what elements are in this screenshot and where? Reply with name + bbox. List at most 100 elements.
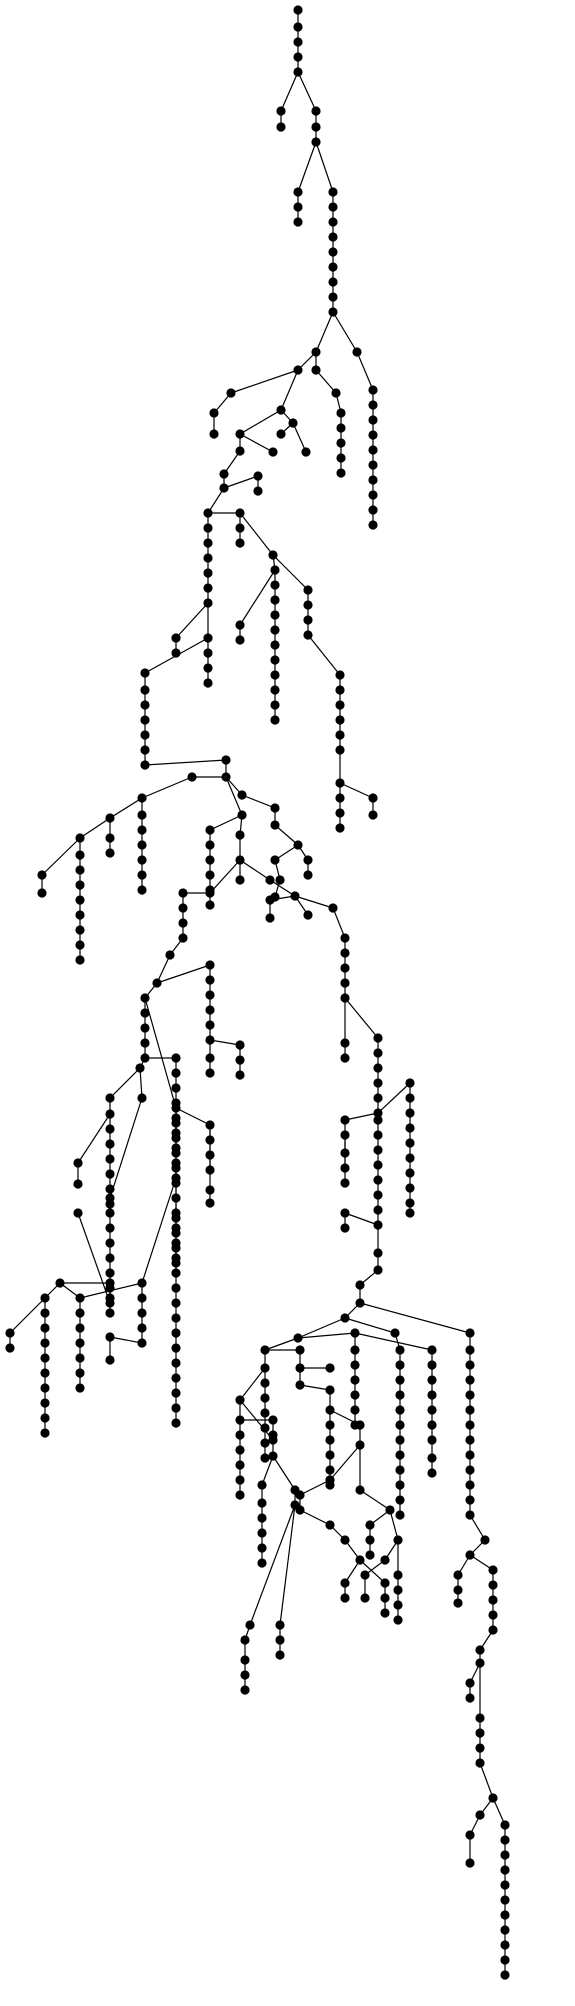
tree-node [171,1343,181,1353]
tree-node [205,900,215,910]
tree-node [270,655,280,665]
tree-node [105,833,115,843]
tree-edge [315,311,334,353]
tree-node [171,633,181,643]
tree-node [73,1179,83,1189]
tree-node [205,1135,215,1145]
tree-node [368,460,378,470]
tree-node [171,1178,181,1188]
tree-edge [344,1317,396,1334]
tree-edge [175,602,209,639]
tree-edge [377,1082,411,1114]
tree-node [465,1693,475,1703]
tree-node [328,247,338,257]
tree-node [268,1435,278,1445]
tree-node [171,1193,181,1203]
tree-node [500,1850,510,1860]
tree-node [40,1368,50,1378]
tree-node [270,855,280,865]
tree-node [275,875,285,885]
tree-node [171,1148,181,1158]
tree-node [311,106,321,116]
tree-node [393,1585,403,1595]
tree-node [260,1438,270,1448]
tree-edge [297,1332,356,1339]
tree-node [137,840,147,850]
tree-node [270,565,280,575]
tree-edge [307,634,341,676]
tree-node [295,1380,305,1390]
tree-node [328,202,338,212]
tree-node [171,1298,181,1308]
tree-node [373,1248,383,1258]
tree-node [205,1035,215,1045]
tree-node [368,475,378,485]
tree-edge [249,1504,296,1626]
tree-node [336,453,346,463]
tree-node [260,1393,270,1403]
tree-node [500,1970,510,1980]
tree-node [73,1208,83,1218]
tree-node [105,1238,115,1248]
tree-edge [209,859,241,894]
tree-node [340,1535,350,1545]
tree-node [303,870,313,880]
tree-node [350,1345,360,1355]
tree-edge [297,71,317,112]
tree-node [40,1383,50,1393]
tree-node [465,1495,475,1505]
tree-node [488,1595,498,1605]
tree-node [340,1223,350,1233]
tree-node [137,793,147,803]
tree-node [105,1293,115,1303]
tree-node [40,1398,50,1408]
tree-node [373,1265,383,1275]
tree-node [40,1353,50,1363]
tree-edge [469,1514,486,1541]
tree-node [325,1363,335,1373]
tree-node [352,347,362,357]
tree-node [500,1820,510,1830]
tree-node [203,553,213,563]
tree-node [237,790,247,800]
tree-node [325,1520,335,1530]
tree-node [340,1578,350,1588]
tree-node [276,429,286,439]
tree-node [265,913,275,923]
tree-node [288,418,298,428]
tree-node [257,1528,267,1538]
tree-edge [241,794,276,809]
tree-node [171,1068,181,1078]
tree-node [235,875,245,885]
tree-node [488,1793,498,1803]
tree-node [335,793,345,803]
tree-node [203,538,213,548]
tree-edge [109,1097,143,1199]
tree-node [368,810,378,820]
tree-edge [294,895,334,909]
tree-node [290,891,300,901]
tree-node [405,1093,415,1103]
tree-edge [207,487,225,514]
tree-node [75,1308,85,1318]
tree-node [276,106,286,116]
tree-node [405,1108,415,1118]
tree-edge [297,1317,346,1339]
tree-node [303,585,313,595]
tree-node [105,1355,115,1365]
tree-node [140,993,150,1003]
tree-node [205,975,215,985]
tree-node [368,520,378,530]
tree-node [340,978,350,988]
tree-node [203,663,213,673]
tree-node [240,1635,250,1645]
tree-node [328,187,338,197]
tree-node [105,1124,115,1134]
tree-node [205,888,215,898]
tree-node [137,1293,147,1303]
tree-node [205,1068,215,1078]
tree-edge [239,433,274,453]
tree-node [75,880,85,890]
tree-node [137,870,147,880]
tree-node [75,850,85,860]
